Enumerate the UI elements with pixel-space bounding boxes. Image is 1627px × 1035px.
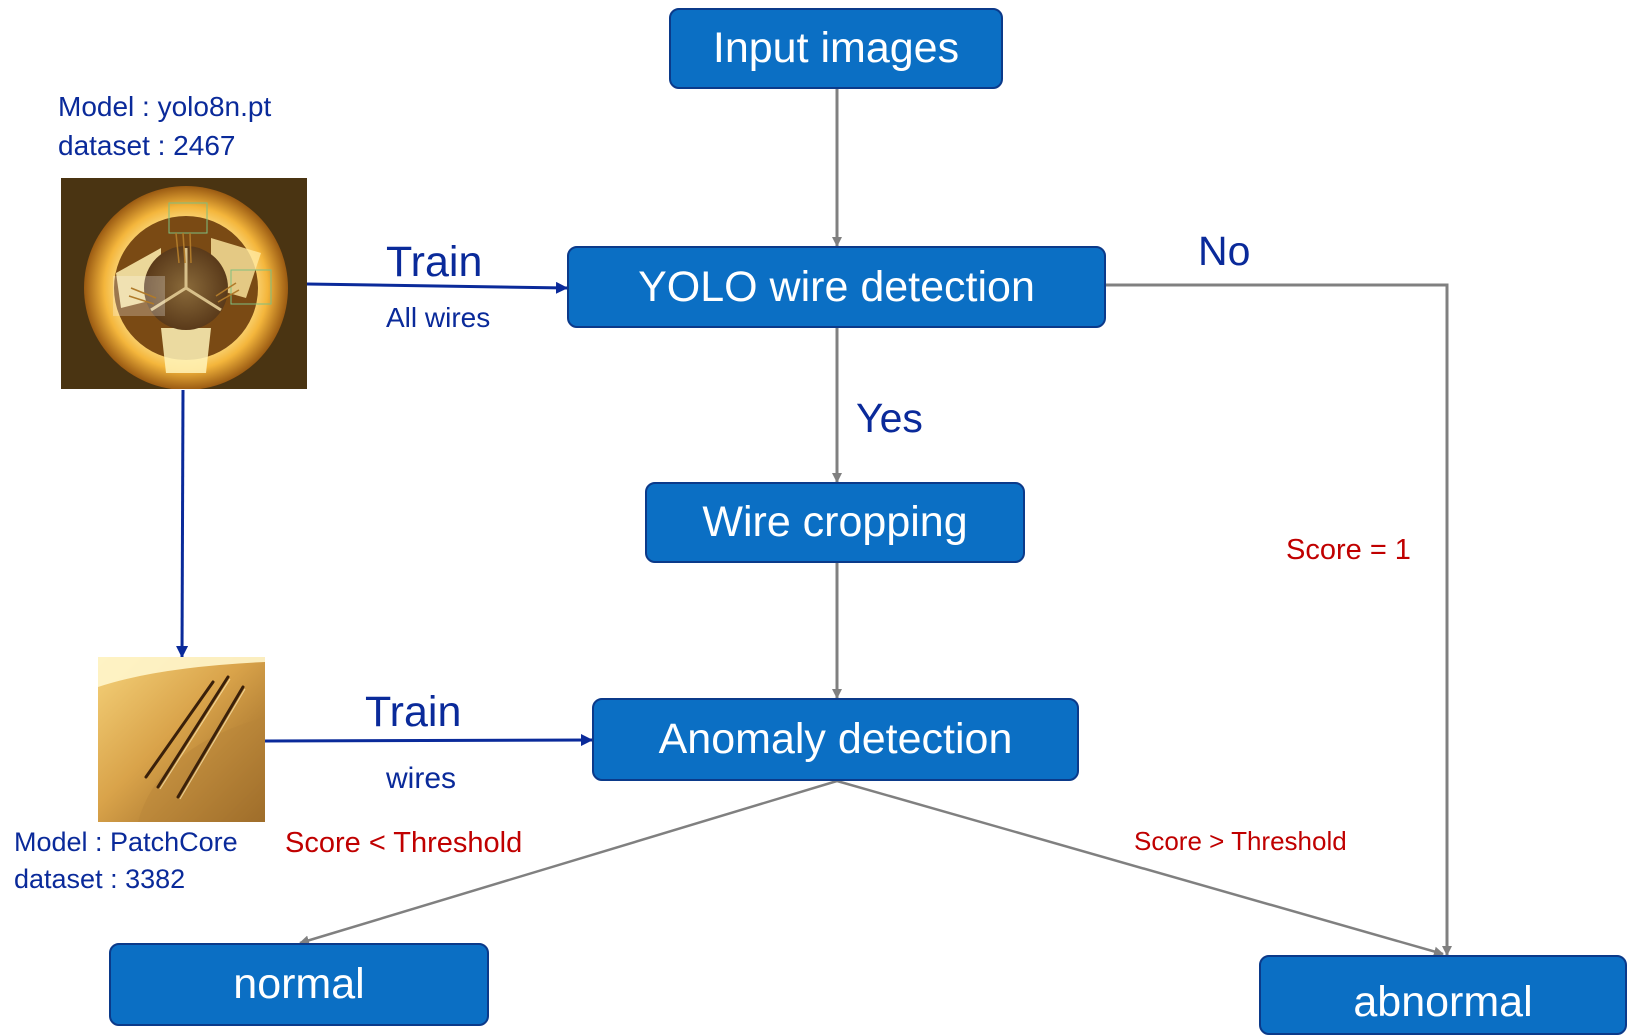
arrow-train-yolo: [306, 281, 568, 294]
patchcore-model-label: Model : PatchCore: [14, 827, 238, 857]
arrow-anomaly-to-abnormal: [836, 779, 1444, 957]
node-wire-cropping: Wire cropping: [645, 482, 1025, 563]
node-yolo-wire-detection: YOLO wire detection: [567, 246, 1106, 328]
node-normal-label: normal: [233, 960, 365, 1008]
edge-label-train-yolo: Train: [386, 238, 483, 286]
node-abnormal: abnormal: [1259, 955, 1627, 1035]
yolo-training-image: [61, 178, 307, 389]
edge-label-train-patchcore: Train: [365, 688, 462, 736]
edge-label-below-threshold: Score < Threshold: [285, 827, 523, 859]
arrow-train-patchcore: [264, 734, 593, 747]
edge-label-wires: wires: [386, 762, 457, 795]
node-anomaly-detection: Anomaly detection: [592, 698, 1079, 781]
arrow-yolo-no-to-abnormal: [1106, 283, 1452, 956]
node-yolo-wire-detection-label: YOLO wire detection: [638, 262, 1035, 311]
node-normal: normal: [109, 943, 489, 1026]
yolo-dataset-label: dataset : 2467: [58, 130, 236, 161]
node-abnormal-label: abnormal: [1353, 977, 1533, 1026]
edge-label-yes: Yes: [856, 395, 923, 441]
edge-label-above-threshold: Score > Threshold: [1134, 826, 1347, 856]
patchcore-dataset-label: dataset : 3382: [14, 864, 186, 894]
edge-label-all-wires: All wires: [386, 302, 491, 333]
arrow-anomaly-to-normal: [299, 779, 838, 946]
arrow-yolo-image-to-patch-image: [176, 389, 189, 658]
node-input-images: Input images: [669, 8, 1003, 89]
patchcore-training-image: [98, 657, 265, 822]
yolo-model-label: Model : yolo8n.pt: [58, 91, 272, 122]
edge-label-no: No: [1198, 228, 1251, 274]
node-wire-cropping-label: Wire cropping: [702, 498, 968, 546]
node-input-images-label: Input images: [712, 24, 960, 72]
node-anomaly-detection-label: Anomaly detection: [658, 715, 1013, 763]
edge-label-score-one: Score = 1: [1286, 534, 1411, 566]
